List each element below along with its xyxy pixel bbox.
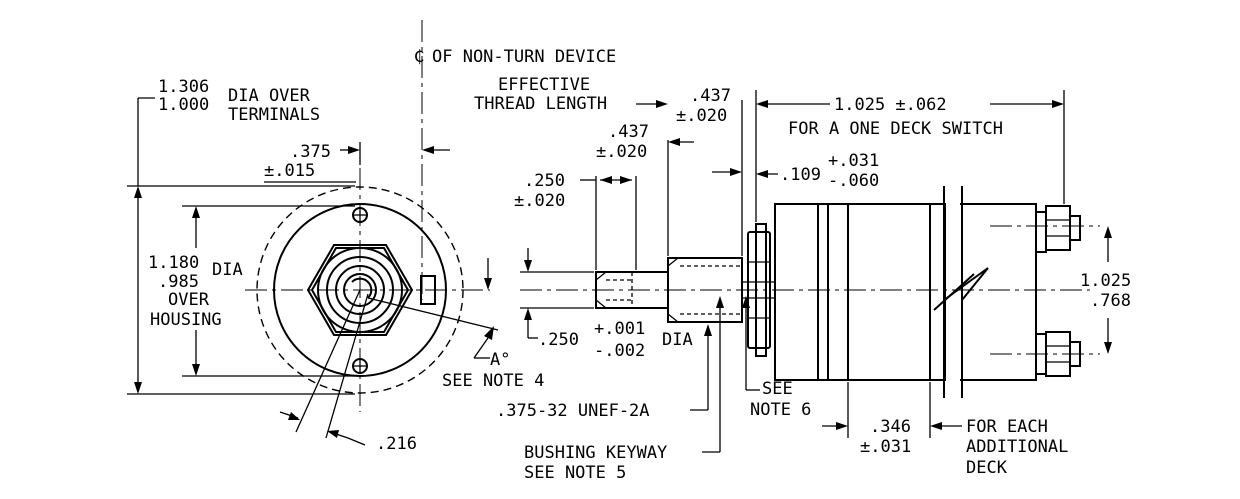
dim-250-shaft-value: .250 [538,330,579,350]
dia-housing-dia: DIA [212,260,243,280]
note-a-label: A° [490,350,510,370]
keyway-line2: SEE NOTE 5 [524,463,626,483]
dia-housing-max: 1.180 [148,253,199,273]
break-mark [943,267,989,301]
dia-terminals-min: 1.000 [158,95,209,115]
dia-terminals-label1: DIA OVER [228,86,311,106]
housing-rear [960,203,1037,381]
dim-437-inner-value: .437 [608,122,649,142]
each-deck-line3: DECK [966,458,1008,478]
dim-1025-062-label: FOR A ONE DECK SWITCH [788,119,1003,139]
dim-437-outer-value: .437 [690,86,731,106]
angle-line-1 [295,289,361,433]
dim-437-outer-tol: ±.020 [676,106,727,126]
terminal-nut-top [1045,205,1071,251]
dim-346-tol: ±.031 [860,437,911,457]
front-view [245,20,499,439]
dia-housing-label1: OVER [168,290,210,310]
dia-housing-label2: HOUSING [150,310,222,330]
dim-250-top-tol: ±.020 [514,191,565,211]
see-note6-line1: SEE [762,379,793,399]
housing-front [774,203,946,381]
keyway-line1: BUSHING KEYWAY [524,443,667,463]
dia-housing-min: .985 [158,272,199,292]
dim-109-minus: -.060 [828,171,879,191]
dim-250-shaft-plus: +.001 [594,319,645,339]
dim-1025-062-value: 1.025 ±.062 [834,95,947,115]
effective-thread-line1: EFFECTIVE [498,75,590,95]
each-deck-line2: ADDITIONAL [966,437,1068,457]
front-dimensions [127,97,494,446]
effective-thread-line2: THREAD LENGTH [474,94,607,114]
dim-375-tol: ±.015 [264,161,315,181]
terminal-post-top [1035,211,1047,253]
cl-label: OF NON-TURN DEVICE [432,47,616,67]
dim-250-shaft-minus: -.002 [594,341,645,361]
see-note6-line2: NOTE 6 [750,400,811,420]
dim-250-shaft-dia: DIA [662,330,693,350]
dia-terminals-max: 1.306 [158,77,209,97]
dia-terminals-label2: TERMINALS [228,105,320,125]
note-a-see: SEE NOTE 4 [442,371,544,391]
dim-250-top-value: .250 [524,171,565,191]
shaft-flat [351,277,373,299]
dim-1025-768-max: 1.025 [1080,271,1131,291]
dim-109-value: .109 [780,165,821,185]
cl-symbol: ₵ [414,47,424,67]
each-deck-line1: FOR EACH [966,417,1048,437]
labels: ₵ OF NON-TURN DEVICE 1.306 1.000 DIA OVE… [148,47,1131,483]
thread-spec: .375-32 UNEF-2A [496,401,650,421]
angle-line-a [367,297,499,331]
dim-109-plus: +.031 [828,151,879,171]
dim-375-value: .375 [290,142,331,162]
side-dimensions [520,90,1112,453]
dim-1025-768-min: .768 [1090,291,1131,311]
angle-line-2 [325,293,369,439]
dim-437-inner-tol: ±.020 [596,142,647,162]
side-view [520,186,1100,398]
dim-216: .216 [376,434,417,454]
dim-346-value: .346 [870,417,911,437]
